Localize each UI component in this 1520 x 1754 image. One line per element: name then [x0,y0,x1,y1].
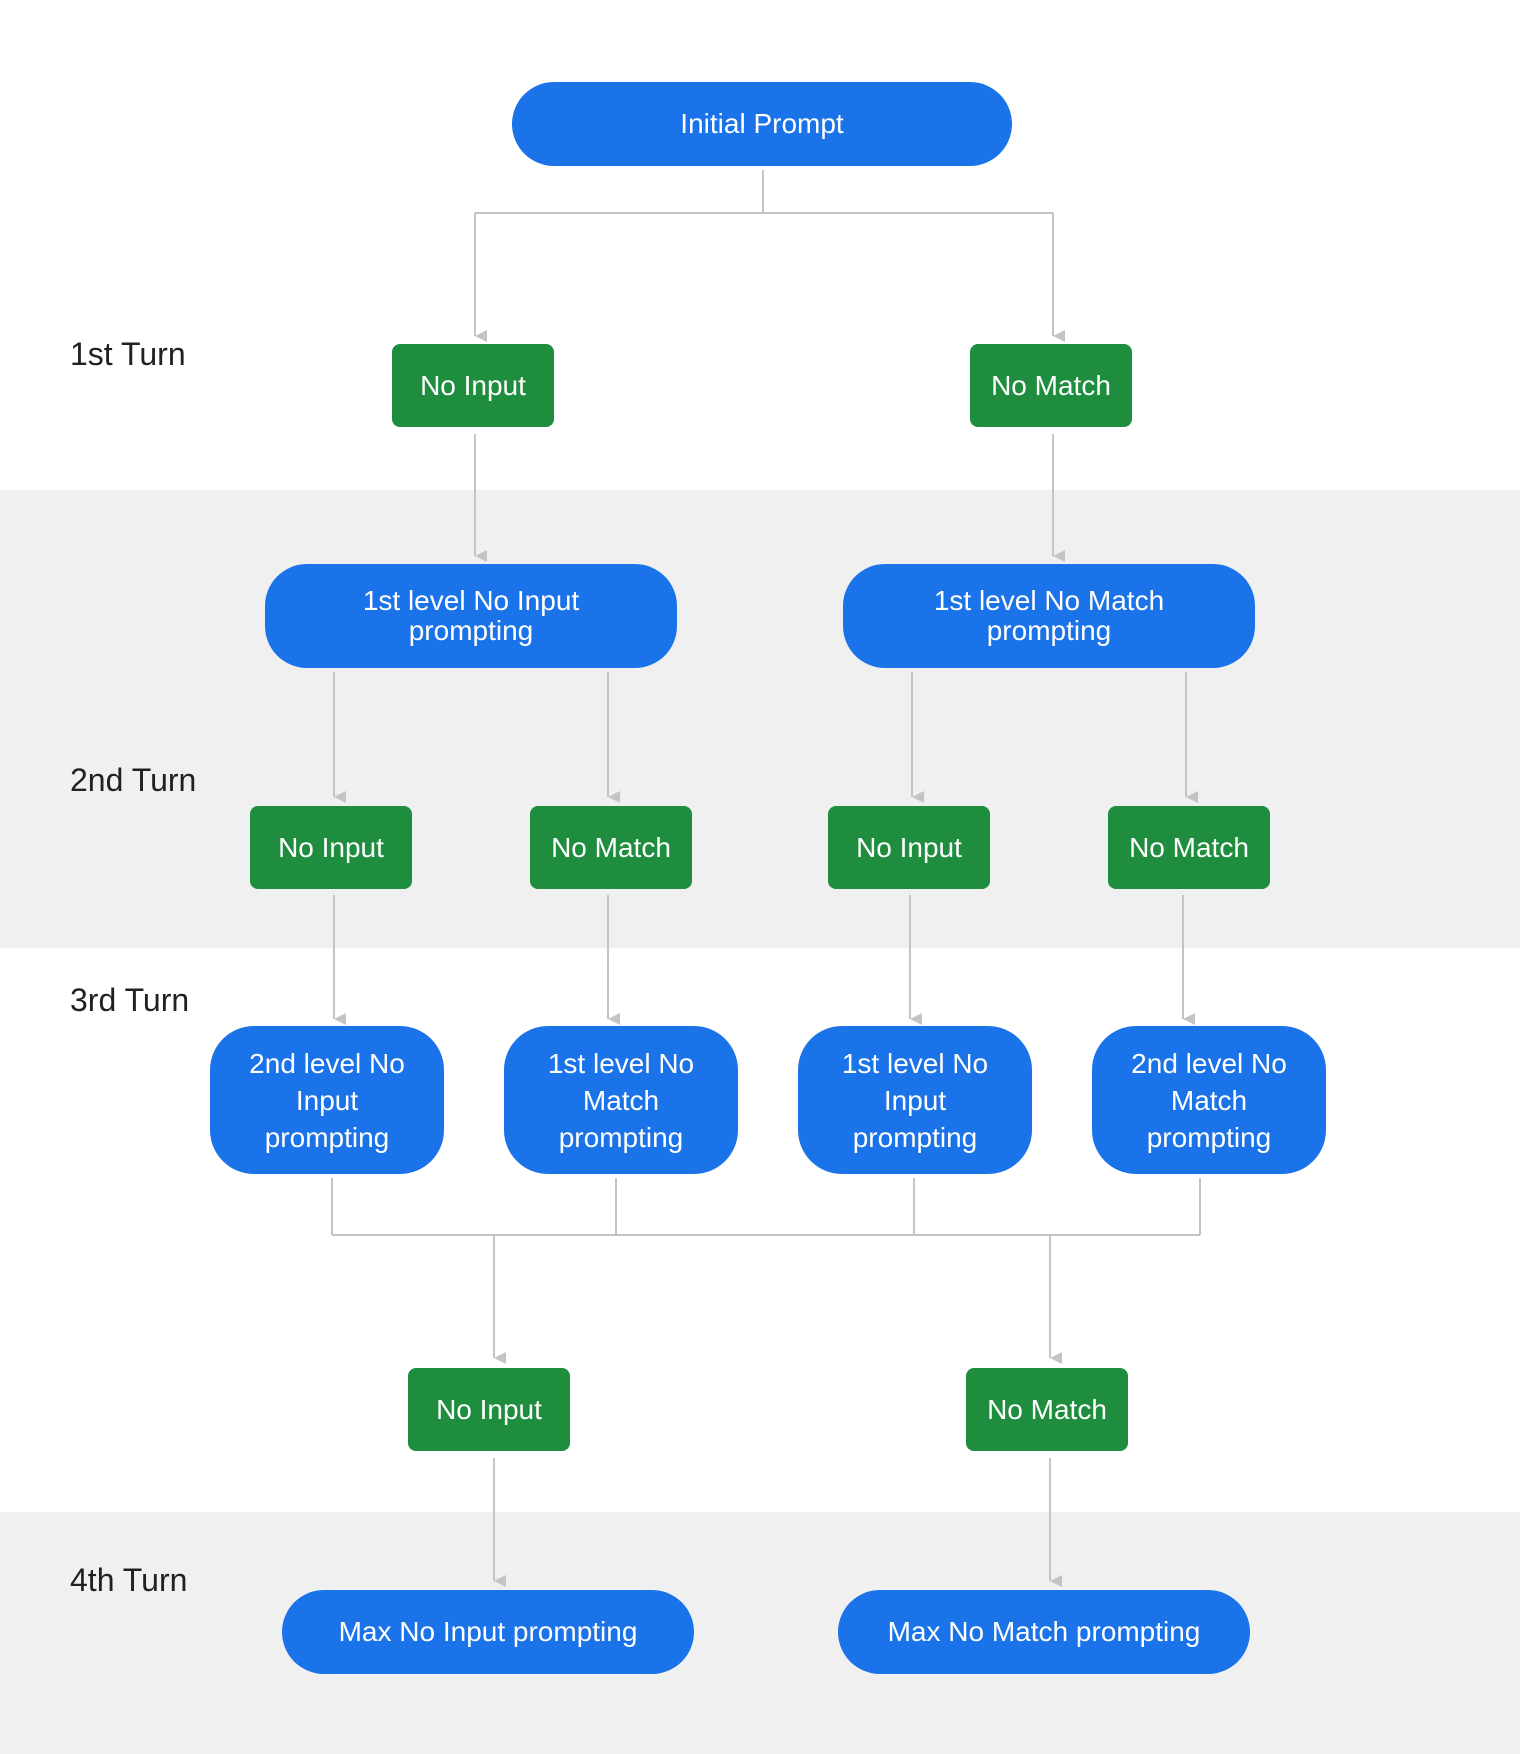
node-t3-prompt-b[interactable]: 1st level No Match prompting [504,1026,738,1174]
node-t3-no-match[interactable]: No Match [966,1368,1128,1451]
node-t2-prompt-no-match[interactable]: 1st level No Match prompting [843,564,1255,668]
turn-label-4: 4th Turn [70,1562,188,1598]
turn-band-4 [0,1512,1520,1754]
node-t2-no-input-b[interactable]: No Input [828,806,990,889]
node-t3-prompt-c[interactable]: 1st level No Input prompting [798,1026,1032,1174]
node-t3-prompt-d[interactable]: 2nd level No Match prompting [1092,1026,1326,1174]
node-t4-max-no-match[interactable]: Max No Match prompting [838,1590,1250,1674]
turn-label-1: 1st Turn [70,336,186,372]
node-t1-no-match[interactable]: No Match [970,344,1132,427]
node-t3-prompt-a[interactable]: 2nd level No Input prompting [210,1026,444,1174]
node-t2-no-match-b[interactable]: No Match [1108,806,1270,889]
node-t3-no-input[interactable]: No Input [408,1368,570,1451]
node-t2-no-input-a[interactable]: No Input [250,806,412,889]
node-t4-max-no-input[interactable]: Max No Input prompting [282,1590,694,1674]
node-t1-no-input[interactable]: No Input [392,344,554,427]
node-t2-prompt-no-input[interactable]: 1st level No Input prompting [265,564,677,668]
turn-label-2: 2nd Turn [70,762,197,798]
turn-label-3: 3rd Turn [70,982,190,1018]
node-t2-no-match-a[interactable]: No Match [530,806,692,889]
node-initial-prompt[interactable]: Initial Prompt [512,82,1012,166]
